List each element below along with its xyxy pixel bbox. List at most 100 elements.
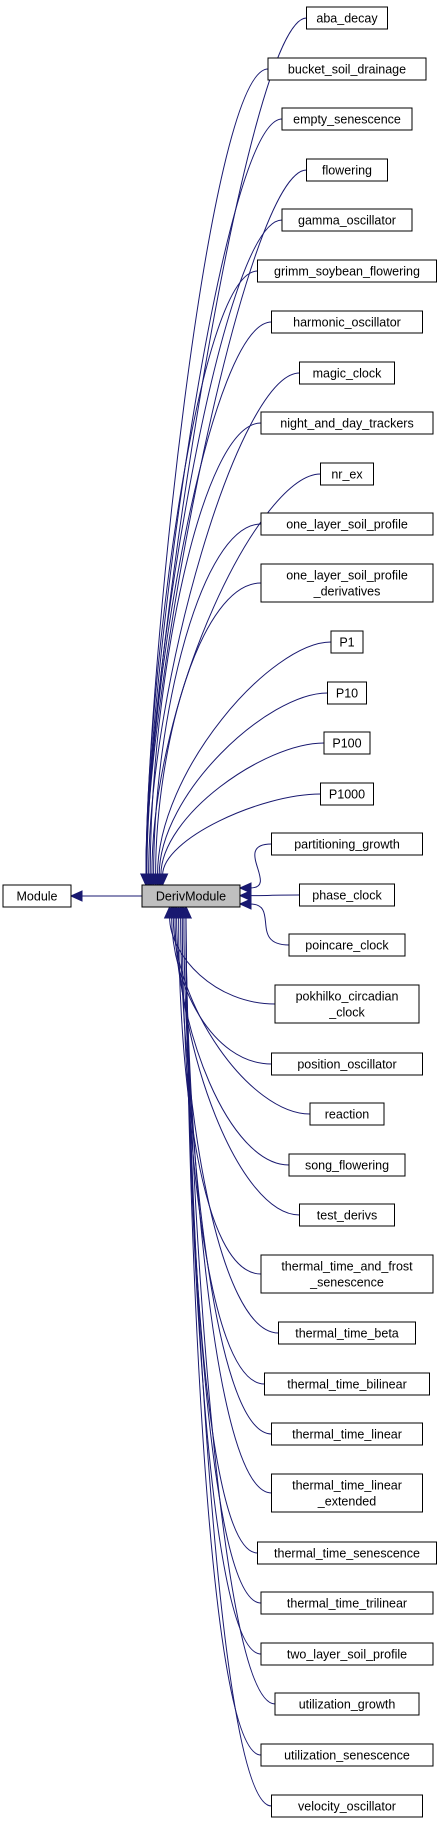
node-box[interactable] [281, 107, 413, 131]
node-box[interactable] [260, 1591, 434, 1615]
edge-p1-to-derivmodule [157, 641, 332, 876]
node-label: one_layer_soil_profile [286, 518, 408, 532]
edge-grimm-soybean-flowering-to-derivmodule [145, 270, 258, 876]
node-box[interactable] [260, 1254, 434, 1294]
node-box[interactable] [306, 158, 388, 182]
node-box[interactable] [271, 1473, 423, 1513]
node-box[interactable] [278, 1321, 416, 1345]
node-box[interactable] [288, 933, 406, 957]
node-p1[interactable]: P1 [330, 630, 364, 654]
node-p1000[interactable]: P1000 [320, 782, 374, 806]
node-box[interactable] [299, 1203, 395, 1227]
node-label: P100 [332, 737, 361, 751]
node-box[interactable] [281, 208, 413, 232]
node-label: phase_clock [312, 889, 382, 903]
node-thermal-time-beta[interactable]: thermal_time_beta [278, 1321, 416, 1345]
node-box[interactable] [271, 832, 423, 856]
node-label: _clock [328, 1006, 365, 1020]
node-box[interactable] [260, 1642, 434, 1666]
edge-bucket-soil-drainage-to-derivmodule [145, 68, 269, 876]
edge-p10-to-derivmodule [158, 692, 328, 876]
node-thermal-time-linear[interactable]: thermal_time_linear [271, 1422, 423, 1446]
node-box[interactable] [260, 411, 434, 435]
node-label: poincare_clock [305, 939, 389, 953]
node-label: _extended [317, 1495, 376, 1509]
node-label: DerivModule [156, 890, 226, 904]
node-box[interactable] [299, 883, 395, 907]
node-thermal-time-trilinear[interactable]: thermal_time_trilinear [260, 1591, 434, 1615]
node-box[interactable] [288, 1153, 406, 1177]
node-box[interactable] [320, 462, 374, 486]
node-two-layer-soil-profile[interactable]: two_layer_soil_profile [260, 1642, 434, 1666]
node-label: night_and_day_trackers [280, 417, 413, 431]
node-gamma-oscillator[interactable]: gamma_oscillator [281, 208, 413, 232]
node-poincare-clock[interactable]: poincare_clock [288, 933, 406, 957]
node-pokhilko-circadian-clock[interactable]: pokhilko_circadian_clock [274, 984, 420, 1024]
node-song-flowering[interactable]: song_flowering [288, 1153, 406, 1177]
node-box[interactable] [260, 563, 434, 603]
edge-phase-clock-to-derivmodule [249, 894, 300, 897]
node-nr-ex[interactable]: nr_ex [320, 462, 374, 486]
node-one-layer-soil-profile-derivatives[interactable]: one_layer_soil_profile_derivatives [260, 563, 434, 603]
node-box[interactable] [299, 361, 395, 385]
node-harmonic-oscillator[interactable]: harmonic_oscillator [271, 310, 423, 334]
node-box[interactable] [309, 1102, 385, 1126]
node-box[interactable] [327, 681, 367, 705]
node-label: grimm_soybean_flowering [274, 265, 420, 279]
node-box[interactable] [257, 1541, 437, 1565]
node-box[interactable] [257, 259, 437, 283]
node-module[interactable]: Module [2, 884, 72, 908]
node-box[interactable] [271, 1052, 423, 1076]
node-box[interactable] [271, 1794, 423, 1818]
node-thermal-time-and-frost-senescence[interactable]: thermal_time_and_frost_senescence [260, 1254, 434, 1294]
node-magic-clock[interactable]: magic_clock [299, 361, 395, 385]
node-utilization-growth[interactable]: utilization_growth [274, 1692, 420, 1716]
node-thermal-time-senescence[interactable]: thermal_time_senescence [257, 1541, 437, 1565]
node-box[interactable] [260, 512, 434, 536]
edge-aba-decay-to-derivmodule [145, 17, 307, 876]
node-box[interactable] [271, 1422, 423, 1446]
arrow-derivmodule-to-module [69, 890, 83, 902]
node-box[interactable] [141, 884, 241, 908]
node-utilization-senescence[interactable]: utilization_senescence [260, 1743, 434, 1767]
node-derivmodule[interactable]: DerivModule [141, 884, 241, 908]
node-p100[interactable]: P100 [323, 731, 371, 755]
node-box[interactable] [306, 6, 388, 30]
node-label: P1000 [329, 788, 365, 802]
edge-partitioning-growth-to-derivmodule [249, 843, 272, 889]
node-box[interactable] [320, 782, 374, 806]
node-label: bucket_soil_drainage [288, 63, 406, 77]
node-box[interactable] [2, 884, 72, 908]
node-reaction[interactable]: reaction [309, 1102, 385, 1126]
node-box[interactable] [267, 57, 427, 81]
node-partitioning-growth[interactable]: partitioning_growth [271, 832, 423, 856]
node-grimm-soybean-flowering[interactable]: grimm_soybean_flowering [257, 259, 437, 283]
node-empty-senescence[interactable]: empty_senescence [281, 107, 413, 131]
node-box[interactable] [274, 1692, 420, 1716]
node-box[interactable] [323, 731, 371, 755]
node-box[interactable] [274, 984, 420, 1024]
node-box[interactable] [260, 1743, 434, 1767]
node-night-and-day-trackers[interactable]: night_and_day_trackers [260, 411, 434, 435]
node-phase-clock[interactable]: phase_clock [299, 883, 395, 907]
node-one-layer-soil-profile[interactable]: one_layer_soil_profile [260, 512, 434, 536]
node-label: P10 [336, 687, 358, 701]
node-bucket-soil-drainage[interactable]: bucket_soil_drainage [267, 57, 427, 81]
node-velocity-oscillator[interactable]: velocity_oscillator [271, 1794, 423, 1818]
node-test-derivs[interactable]: test_derivs [299, 1203, 395, 1227]
node-label: thermal_time_beta [295, 1327, 399, 1341]
node-box[interactable] [264, 1372, 430, 1396]
node-aba-decay[interactable]: aba_decay [306, 6, 388, 30]
edge-velocity-oscillator-to-derivmodule [185, 916, 272, 1807]
node-label: _senescence [309, 1276, 384, 1290]
node-thermal-time-linear-extended[interactable]: thermal_time_linear_extended [271, 1473, 423, 1513]
node-box[interactable] [271, 310, 423, 334]
node-box[interactable] [330, 630, 364, 654]
edge-nr-ex-to-derivmodule [151, 473, 321, 876]
node-p10[interactable]: P10 [327, 681, 367, 705]
node-position-oscillator[interactable]: position_oscillator [271, 1052, 423, 1076]
node-flowering[interactable]: flowering [306, 158, 388, 182]
node-layer: DerivModule Module aba_decay bucket_soil_dr… [2, 6, 437, 1818]
node-label: one_layer_soil_profile [286, 569, 408, 583]
node-thermal-time-bilinear[interactable]: thermal_time_bilinear [264, 1372, 430, 1396]
